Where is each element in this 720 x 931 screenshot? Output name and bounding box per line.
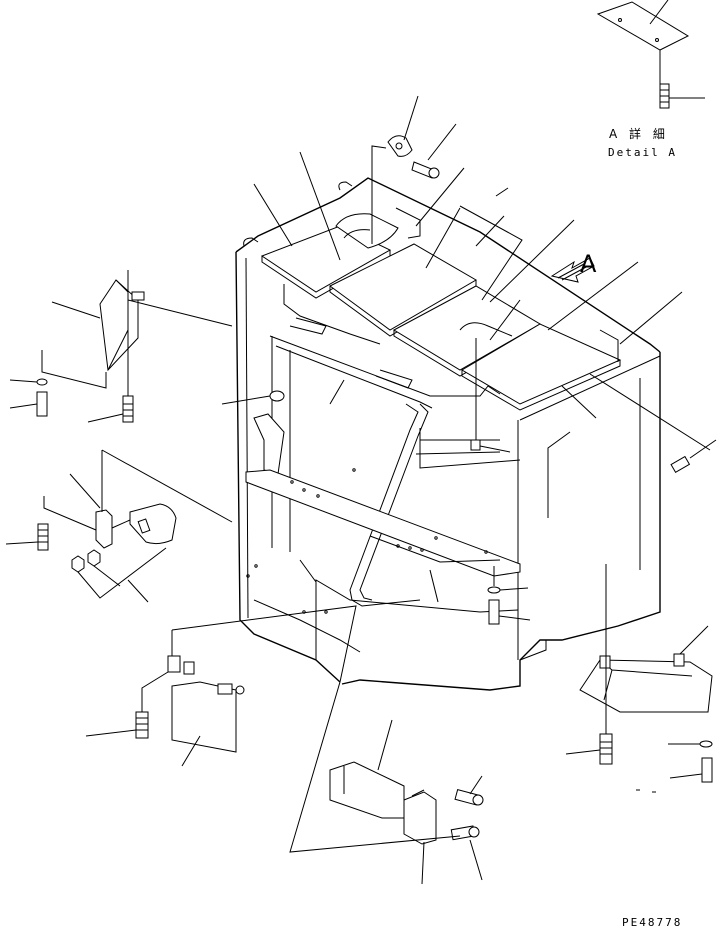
bottom-bolt-lower bbox=[450, 825, 483, 881]
view-arrow bbox=[550, 257, 595, 283]
lower-plate-bolt bbox=[85, 671, 169, 739]
lamp-bolt bbox=[5, 496, 97, 551]
floor-bolt bbox=[488, 599, 531, 625]
cover-bolt-center bbox=[470, 338, 511, 453]
right-lower-cover bbox=[579, 564, 713, 734]
bottom-bolt-upper bbox=[454, 775, 484, 806]
inner-bracket-lower bbox=[245, 469, 521, 577]
top-cover-left bbox=[260, 225, 392, 299]
left-bolt-1 bbox=[9, 350, 107, 417]
top-hinge bbox=[371, 95, 419, 244]
lamp-nuts bbox=[71, 547, 167, 603]
top-bolt bbox=[411, 123, 457, 179]
detail-a-title-en: Detail A bbox=[608, 146, 677, 159]
right-bolt bbox=[669, 757, 713, 783]
detail-a-title-jp: A 詳 細 bbox=[609, 126, 669, 141]
lamp-bracket bbox=[69, 449, 233, 549]
misc-marks bbox=[243, 181, 656, 793]
drawing-number: PE48778 bbox=[622, 916, 682, 929]
wall-washer bbox=[221, 390, 285, 405]
view-arrow-label: A bbox=[580, 250, 597, 278]
left-upper-bracket bbox=[51, 270, 233, 398]
pipe-assembly bbox=[349, 403, 521, 607]
leader-lines bbox=[253, 151, 683, 419]
left-washer-1 bbox=[9, 378, 48, 386]
top-cover-rear bbox=[335, 207, 619, 362]
right-side-bolt bbox=[589, 373, 717, 474]
lamp bbox=[111, 503, 177, 545]
right-washer bbox=[668, 740, 713, 748]
bottom-bracket-large bbox=[329, 719, 405, 819]
left-upper-bolt bbox=[87, 395, 134, 423]
right-lower-bolt bbox=[565, 733, 613, 765]
cabinet-body bbox=[235, 177, 661, 691]
leader-bracket bbox=[429, 569, 439, 603]
top-cover-mid-left bbox=[329, 243, 477, 337]
bottom-bracket-small bbox=[403, 789, 437, 885]
inner-rail bbox=[269, 284, 501, 552]
detail-a-bolt bbox=[659, 83, 705, 109]
leader-bottom bbox=[289, 681, 461, 853]
detail-a-plate bbox=[596, 0, 690, 84]
top-cover-right bbox=[461, 323, 622, 411]
floor-washer bbox=[487, 566, 529, 594]
inner-dots bbox=[246, 468, 488, 614]
lower-plate bbox=[167, 605, 357, 767]
inner-bracket-upper bbox=[253, 413, 285, 475]
